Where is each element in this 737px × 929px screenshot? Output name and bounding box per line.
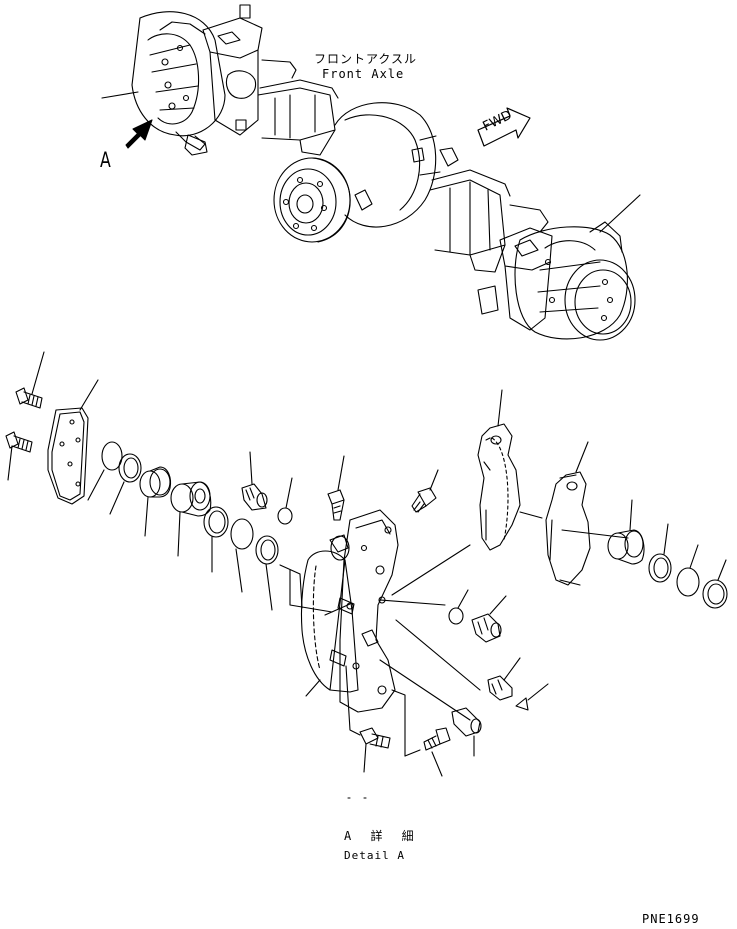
- seal-2: [203, 506, 229, 573]
- right-wheel-hub: [514, 221, 636, 341]
- detail-title-english: Detail A: [344, 849, 405, 862]
- differential-housing: [334, 102, 459, 228]
- bushing-left: [139, 466, 172, 537]
- plug-fitting: [471, 595, 507, 643]
- direction-arrow-icon: [125, 119, 153, 149]
- o-ring-right: [676, 544, 700, 597]
- left-knuckle: [184, 4, 297, 156]
- seal-left: [109, 453, 142, 515]
- caliper-bolt-bottom-left: [359, 727, 391, 773]
- bushing-right: [607, 499, 645, 565]
- bolt-lower: [5, 431, 33, 481]
- bleeder-screw: [241, 451, 268, 511]
- bolt-upper: [15, 351, 45, 409]
- o-ring-left: [87, 441, 123, 501]
- front-axle-assembly: [101, 4, 641, 341]
- caliper-bolt-top: [327, 455, 345, 521]
- brake-pad-outer: [545, 441, 591, 586]
- brake-pad-inner: [477, 389, 521, 551]
- o-ring-2: [230, 518, 254, 593]
- piston-left: [170, 481, 212, 557]
- axle-housing-left: [257, 79, 339, 156]
- assembly-guide-lines: [279, 511, 629, 757]
- shim-plate: [47, 379, 99, 505]
- detail-right-parts: [327, 389, 728, 799]
- dust-seal: [255, 535, 279, 611]
- view-letter-label: A: [100, 148, 111, 172]
- right-knuckle: [477, 227, 553, 331]
- caliper-body: [300, 509, 399, 713]
- seal-right-2: [702, 559, 728, 609]
- bleeder-right: [487, 657, 521, 701]
- forward-arrow-icon: [477, 107, 531, 147]
- left-wheel-hub: [131, 11, 226, 151]
- o-ring-plug: [448, 589, 469, 625]
- caliper-bolt-bottom-right: [423, 727, 451, 777]
- guide-pin: [451, 707, 482, 757]
- axle-title-english: Front Axle: [322, 67, 405, 81]
- axle-housing-right: [429, 169, 549, 273]
- caliper-bolt-side: [411, 469, 439, 513]
- detail-left-parts: [5, 351, 293, 611]
- bleeder-cap: [515, 683, 549, 711]
- figure-code: PNE1699: [642, 912, 700, 926]
- input-flange: [273, 157, 351, 243]
- axle-title-japanese: フロントアクスル: [314, 52, 418, 66]
- seal-right-1: [648, 523, 672, 583]
- o-ring-small: [277, 477, 293, 525]
- detail-title-japanese: A 詳 細: [344, 829, 420, 843]
